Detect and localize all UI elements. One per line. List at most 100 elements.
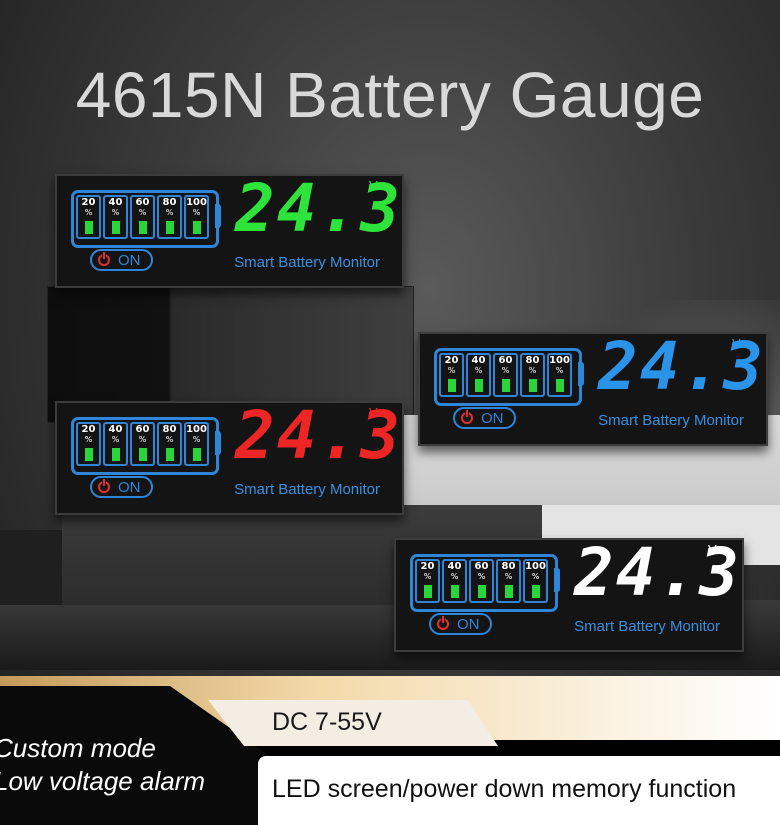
percent-symbol: %	[138, 435, 147, 444]
percent-symbol: %	[450, 572, 459, 581]
dc-range-box	[208, 700, 498, 746]
power-on-button[interactable]: ON	[453, 407, 516, 429]
level-percent: 20	[81, 197, 96, 208]
level-percent: 20	[81, 424, 96, 435]
level-percent: 60	[135, 197, 150, 208]
level-fill	[112, 221, 120, 234]
battery-level-segment: 100%	[184, 195, 209, 239]
level-fill	[424, 585, 432, 598]
percent-symbol: %	[528, 366, 537, 375]
brand-label: Smart Battery Monitor	[234, 254, 380, 271]
percent-symbol: %	[165, 208, 174, 217]
percent-symbol: %	[84, 208, 93, 217]
custom-mode-label: Custom mode	[0, 733, 156, 763]
level-fill	[85, 221, 93, 234]
level-percent: 80	[501, 561, 516, 572]
level-fill	[448, 379, 456, 392]
feature-box	[258, 756, 780, 825]
power-icon	[461, 410, 473, 424]
level-percent: 40	[108, 197, 123, 208]
battery-level-segment: 100%	[547, 353, 572, 397]
battery-level-segment: 80%	[157, 195, 182, 239]
level-percent: 60	[474, 561, 489, 572]
pedestal-grey-side	[0, 530, 62, 605]
battery-level-segment: 40%	[103, 422, 128, 466]
battery-level-segment: 40%	[442, 559, 467, 603]
level-fill	[139, 221, 147, 234]
voltage-unit: V	[369, 178, 378, 193]
level-percent: 100	[549, 355, 570, 366]
page-title: 4615N Battery Gauge	[75, 59, 705, 131]
battery-level-segment: 20%	[76, 422, 101, 466]
power-icon	[437, 616, 449, 630]
level-fill	[502, 379, 510, 392]
battery-level-segment: 20%	[439, 353, 464, 397]
voltage-reading: 24.3	[598, 328, 765, 405]
battery-icon: 20%40%60%80%100%	[71, 190, 219, 248]
level-fill	[532, 585, 540, 598]
level-fill	[475, 379, 483, 392]
power-icon	[98, 479, 110, 493]
brand-label: Smart Battery Monitor	[234, 481, 380, 498]
power-icon	[98, 252, 110, 266]
level-fill	[112, 448, 120, 461]
level-percent: 80	[525, 355, 540, 366]
level-percent: 100	[525, 561, 546, 572]
level-fill	[556, 379, 564, 392]
level-fill	[166, 221, 174, 234]
level-percent: 40	[108, 424, 123, 435]
level-fill	[193, 448, 201, 461]
percent-symbol: %	[531, 572, 540, 581]
battery-level-segment: 60%	[469, 559, 494, 603]
percent-symbol: %	[504, 572, 513, 581]
percent-symbol: %	[111, 208, 120, 217]
level-fill	[529, 379, 537, 392]
level-percent: 40	[471, 355, 486, 366]
voltage-unit: V	[732, 336, 741, 351]
low-voltage-alarm-label: Low voltage alarm	[0, 766, 205, 796]
voltage-unit: V	[708, 542, 717, 557]
battery-level-segment: 20%	[76, 195, 101, 239]
level-fill	[193, 221, 201, 234]
level-fill	[85, 448, 93, 461]
power-on-button[interactable]: ON	[429, 613, 492, 635]
battery-terminal-icon	[215, 431, 221, 455]
battery-level-segment: 40%	[466, 353, 491, 397]
percent-symbol: %	[84, 435, 93, 444]
battery-level-segment: 20%	[415, 559, 440, 603]
level-percent: 100	[186, 197, 207, 208]
battery-level-segment: 80%	[157, 422, 182, 466]
battery-level-segment: 80%	[520, 353, 545, 397]
battery-level-segment: 60%	[130, 195, 155, 239]
battery-level-segment: 100%	[184, 422, 209, 466]
brand-label: Smart Battery Monitor	[598, 412, 744, 429]
voltage-reading: 24.3	[574, 534, 741, 611]
battery-level-segment: 60%	[130, 422, 155, 466]
pedestal-black	[48, 287, 413, 422]
on-label: ON	[118, 479, 141, 496]
percent-symbol: %	[474, 366, 483, 375]
brand-label: Smart Battery Monitor	[574, 618, 720, 635]
percent-symbol: %	[555, 366, 564, 375]
level-percent: 60	[498, 355, 513, 366]
voltage-unit: V	[369, 405, 378, 420]
feature-label: LED screen/power down memory function	[272, 775, 737, 803]
battery-terminal-icon	[554, 568, 560, 592]
level-percent: 60	[135, 424, 150, 435]
battery-terminal-icon	[578, 362, 584, 386]
voltage-reading: 24.3	[235, 170, 402, 247]
percent-symbol: %	[501, 366, 510, 375]
on-label: ON	[457, 616, 480, 633]
percent-symbol: %	[138, 208, 147, 217]
level-percent: 80	[162, 197, 177, 208]
battery-icon: 20%40%60%80%100%	[71, 417, 219, 475]
level-percent: 20	[420, 561, 435, 572]
power-on-button[interactable]: ON	[90, 249, 153, 271]
level-percent: 80	[162, 424, 177, 435]
level-percent: 100	[186, 424, 207, 435]
level-fill	[478, 585, 486, 598]
power-on-button[interactable]: ON	[90, 476, 153, 498]
